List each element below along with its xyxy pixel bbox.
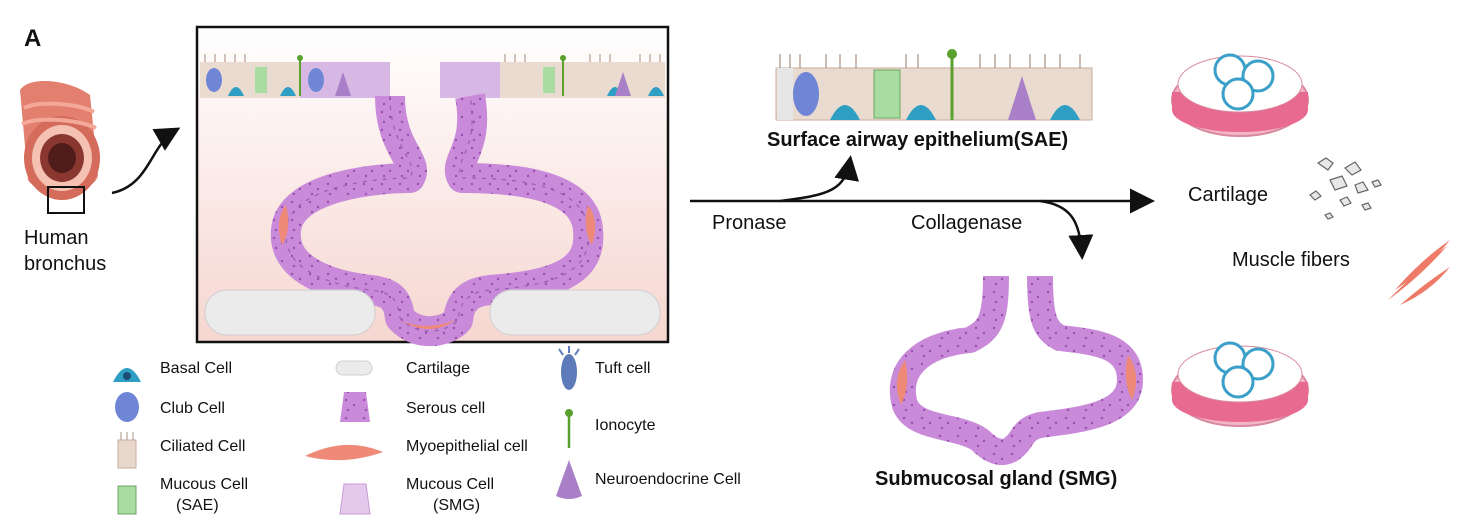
club-cell-icon <box>115 392 139 422</box>
serous-cell-icon <box>340 392 370 422</box>
legend-ionocyte: Ionocyte <box>595 417 656 434</box>
legend-ciliated: Ciliated Cell <box>160 438 245 455</box>
bronchus-illustration <box>20 80 100 200</box>
myoepithelial-cell-icon <box>305 444 383 461</box>
ciliated-cell-icon <box>117 439 137 469</box>
mucous-smg-icon <box>339 483 371 515</box>
legend-serous: Serous cell <box>406 400 485 417</box>
zoom-box <box>47 186 85 214</box>
tuft-cell-icon <box>561 354 577 390</box>
sae-title: Surface airway epithelium(SAE) <box>767 129 1068 151</box>
legend-neuroendocrine: Neuroendocrine Cell <box>595 471 741 488</box>
petri-dish-sae <box>1171 53 1309 137</box>
petri-dish-smg <box>1171 341 1309 427</box>
mucous-sae-icon <box>117 485 137 515</box>
neuroendocrine-cell-icon <box>556 460 582 499</box>
pronase-label: Pronase <box>712 212 787 234</box>
legend-mucous-sae: Mucous Cell (SAE) <box>160 476 252 514</box>
legend-tuft: Tuft cell <box>595 360 650 377</box>
cartilage-icon <box>335 360 373 376</box>
legend-cartilage: Cartilage <box>406 360 470 377</box>
sae-illustration <box>775 49 1093 121</box>
smg-illustration <box>889 275 1143 465</box>
legend-club: Club Cell <box>160 400 225 417</box>
bronchus-label: Human bronchus <box>24 227 106 275</box>
legend-basal: Basal Cell <box>160 360 232 377</box>
muscle-fibers <box>1388 240 1450 305</box>
zoom-arrow <box>111 127 181 195</box>
legend-myoepithelial: Myoepithelial cell <box>406 438 528 455</box>
cartilage-output-label: Cartilage <box>1188 184 1268 206</box>
smg-title: Submucosal gland (SMG) <box>875 468 1117 490</box>
legend: Basal Cell Club Cell Ciliated Cell Mucou… <box>113 346 741 515</box>
collagenase-label: Collagenase <box>911 212 1022 234</box>
process-arrows <box>690 155 1155 260</box>
cartilage-fragments <box>1309 157 1382 220</box>
panel-label: A <box>24 25 41 52</box>
muscle-output-label: Muscle fibers <box>1232 249 1350 271</box>
gland-panel <box>195 25 670 347</box>
legend-mucous-smg: Mucous Cell (SMG) <box>406 476 498 514</box>
